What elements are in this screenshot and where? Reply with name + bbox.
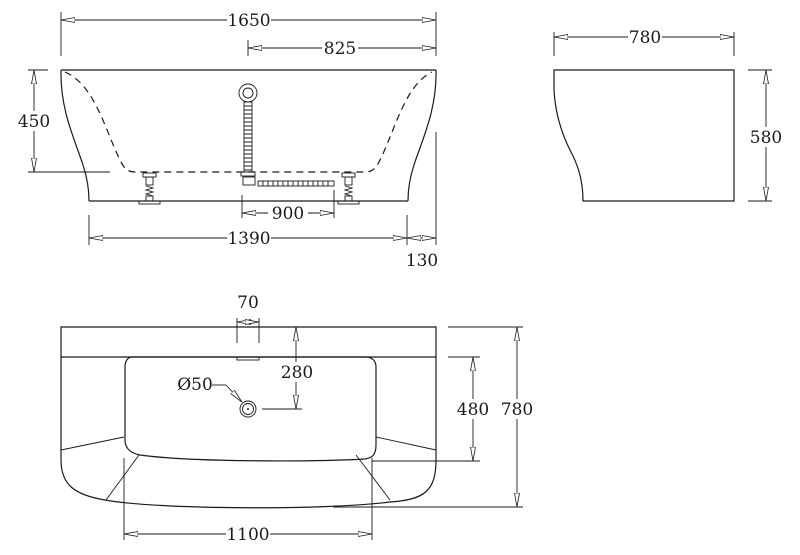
label-480: 480 xyxy=(457,400,489,420)
label-580: 580 xyxy=(750,128,782,148)
dimension-overall-length: 1650 xyxy=(61,10,436,31)
dimension-base-length: 1390 xyxy=(88,132,437,249)
label-diameter-50: Ø50 xyxy=(177,375,213,395)
label-780-side: 780 xyxy=(629,28,661,48)
tub-top-outline xyxy=(60,326,437,509)
label-780-top: 780 xyxy=(501,400,533,420)
label-280: 280 xyxy=(281,363,313,383)
dimension-interior-depth: 450 xyxy=(18,69,110,173)
dimension-base-offset: 130 xyxy=(406,238,438,271)
dimension-drain-offset: 280 xyxy=(262,327,315,410)
tub-side-outline xyxy=(553,69,735,202)
label-900: 900 xyxy=(272,204,304,224)
top-view: 70 280 Ø50 480 780 xyxy=(60,293,534,545)
tub-front-outline xyxy=(60,69,437,202)
drain-overflow-assembly xyxy=(238,83,335,187)
side-view: 780 580 xyxy=(553,28,784,202)
leader-drain-diameter: Ø50 xyxy=(177,375,242,402)
label-70: 70 xyxy=(237,293,259,313)
dimension-overall-width: 780 xyxy=(333,326,534,508)
dimension-side-width: 780 xyxy=(554,28,734,48)
label-825: 825 xyxy=(324,39,356,59)
label-1650: 1650 xyxy=(227,11,270,31)
foot-left xyxy=(138,172,161,205)
dimension-half-length: 825 xyxy=(248,38,436,59)
label-130: 130 xyxy=(406,251,438,271)
label-1100: 1100 xyxy=(226,525,269,545)
dimension-inner-length: 1100 xyxy=(123,458,373,545)
tub-inner-basin xyxy=(124,356,377,462)
drain-hole xyxy=(239,400,257,418)
front-view: 1650 825 xyxy=(18,10,438,271)
dimension-feet-spacing: 900 xyxy=(241,190,335,224)
label-1390: 1390 xyxy=(227,229,270,249)
dimension-inner-depth: 480 xyxy=(372,356,490,462)
foot-right xyxy=(337,172,360,205)
label-450: 450 xyxy=(18,112,50,132)
dimension-side-height: 580 xyxy=(748,69,784,202)
dimension-overflow-width: 70 xyxy=(236,293,260,343)
